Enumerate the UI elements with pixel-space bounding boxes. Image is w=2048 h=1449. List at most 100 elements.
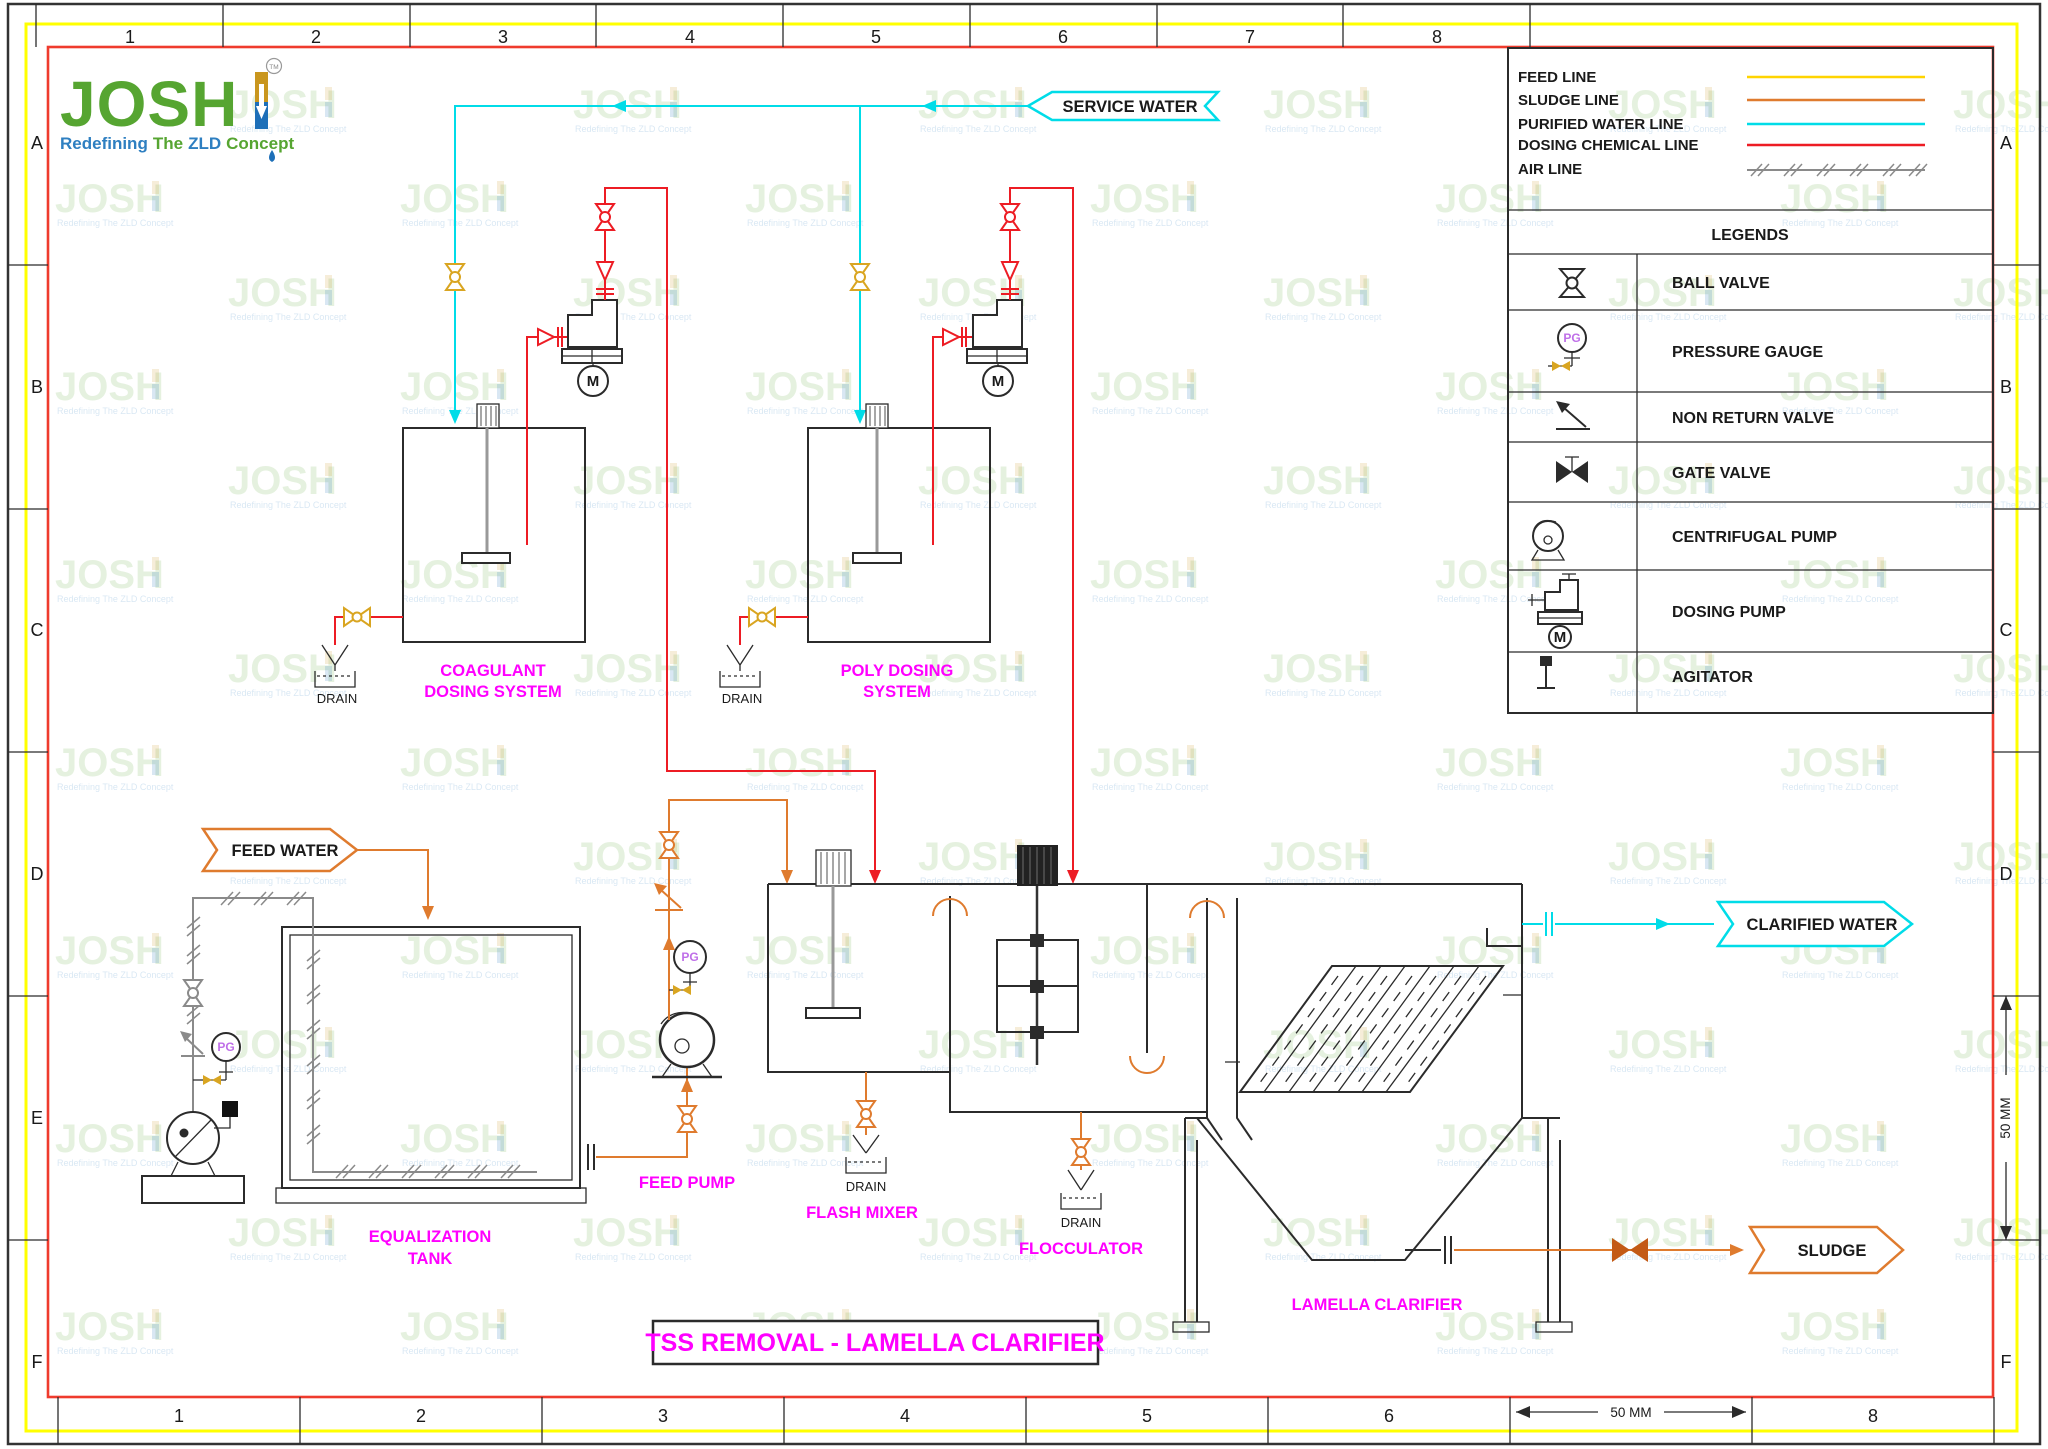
dimension-label: 50 MM — [1610, 1405, 1651, 1420]
drain-label: DRAIN — [317, 691, 357, 706]
legend-label: AGITATOR — [1672, 669, 1753, 686]
legend-label: PRESSURE GAUGE — [1672, 344, 1823, 361]
centrifugal-pump-icon — [1530, 519, 1566, 561]
equalization-tank-label: EQUALIZATION — [369, 1228, 492, 1246]
flocculator-label: FLOCCULATOR — [1019, 1240, 1143, 1258]
logo-thermometer-icon — [255, 72, 268, 129]
flash-mixer-drain: DRAIN — [845, 1072, 887, 1194]
legend-label: BALL VALVE — [1672, 275, 1770, 292]
poly-label: POLY DOSING — [841, 662, 954, 680]
grid-col: 6 — [1384, 1406, 1394, 1426]
lamella-plate-pack — [1238, 965, 1505, 1093]
drawing-border: 1 2 3 4 5 6 7 8 1 2 3 4 5 6 8 A B C D E … — [6, 2, 2042, 1446]
poly-label: SYSTEM — [863, 683, 931, 701]
grid-col: 6 — [1058, 27, 1068, 47]
feed-pump-label: FEED PUMP — [639, 1174, 735, 1192]
grid-col: 4 — [900, 1406, 910, 1426]
ball-valve-icon — [1557, 268, 1587, 298]
pressure-gauge: PG — [193, 1032, 241, 1085]
feed-water-inlet: FEED WATER — [200, 827, 434, 920]
feed-water-flag: FEED WATER — [200, 827, 360, 873]
grid-col: 7 — [1245, 27, 1255, 47]
agitator-motor — [815, 849, 852, 887]
legends-title: LEGENDS — [1711, 227, 1789, 244]
clarified-water-flag: CLARIFIED WATER — [1715, 900, 1915, 948]
dimension-label: 50 MM — [1998, 1097, 2013, 1138]
legend-dosing-line-label: DOSING CHEMICAL LINE — [1518, 137, 1699, 154]
lamella-clarifier: LAMELLA CLARIFIER — [1225, 928, 1522, 1314]
dosing-pump: M — [966, 299, 1028, 397]
grid-row: D — [31, 864, 44, 884]
agitator-icon — [1537, 656, 1555, 689]
drain-label: DRAIN — [722, 691, 762, 706]
grid-col: 1 — [125, 27, 135, 47]
tagline-word: Concept — [226, 134, 294, 153]
legend-sludge-line-label: SLUDGE LINE — [1518, 92, 1619, 109]
grid-col: 5 — [871, 27, 881, 47]
clarified-water-line: CLARIFIED WATER — [1522, 900, 1915, 948]
flocculator-drain: DRAIN — [1060, 1112, 1102, 1230]
legend-feed-line-label: FEED LINE — [1518, 69, 1596, 86]
paddle-mixer — [996, 934, 1079, 1039]
ball-valve-icon — [999, 203, 1021, 231]
legend-label: DOSING PUMP — [1672, 604, 1786, 621]
grid-row: A — [2000, 133, 2012, 153]
ball-valve-icon — [182, 979, 204, 1007]
title-block: TSS REMOVAL - LAMELLA CLARIFIER — [645, 1319, 1105, 1366]
equalization-tank-label: TANK — [408, 1250, 453, 1268]
flocculator: DRAIN FLOCCULATOR — [932, 845, 1225, 1258]
pg-text: PG — [217, 1040, 234, 1054]
legend-label: CENTRIFUGAL PUMP — [1672, 529, 1837, 546]
coagulant-label: COAGULANT — [440, 662, 545, 680]
flocculator-motor — [1017, 845, 1058, 886]
tm-icon — [265, 57, 283, 75]
tagline-word: ZLD — [188, 134, 221, 153]
equalization-tank: EQUALIZATION TANK — [275, 926, 587, 1268]
flash-mixer: DRAIN FLASH MIXER — [805, 849, 918, 1222]
grid-col: 4 — [685, 27, 695, 47]
grid-col: 5 — [1142, 1406, 1152, 1426]
centrifugal-pump — [652, 1011, 722, 1079]
flash-mixer-label: FLASH MIXER — [806, 1204, 918, 1222]
motor-text: M — [1554, 629, 1567, 646]
non-return-valve-icon — [1556, 401, 1590, 430]
dimension-right: 50 MM — [1998, 996, 2013, 1240]
grid-row: C — [2000, 620, 2013, 640]
grid-col: 1 — [174, 1406, 184, 1426]
pressure-gauge: PG — [669, 940, 707, 995]
agitator — [852, 403, 902, 564]
non-return-valve-icon — [654, 883, 683, 911]
grid-row: E — [31, 1108, 43, 1128]
legend-label: GATE VALVE — [1672, 465, 1771, 482]
poly-drain: DRAIN — [719, 606, 808, 706]
ball-valve-icon — [658, 831, 680, 859]
sludge-flag: SLUDGE — [1747, 1225, 1905, 1275]
dimension-bottom: 50 MM — [1516, 1405, 1746, 1420]
clarified-water-label: CLARIFIED WATER — [1747, 916, 1898, 934]
drain-label: DRAIN — [846, 1179, 886, 1194]
tm-text: TM — [269, 64, 278, 71]
lamella-clarifier-label: LAMELLA CLARIFIER — [1292, 1296, 1463, 1314]
symbol-legend: LEGENDS BALL VALVE PG PRESSURE GAUGE NON… — [1508, 227, 1993, 713]
pg-text: PG — [681, 950, 698, 964]
legend-purified-line-label: PURIFIED WATER LINE — [1518, 116, 1684, 133]
air-blower-system: PG — [141, 891, 537, 1204]
grid-col: 3 — [498, 27, 508, 47]
tagline-word: The — [153, 134, 183, 153]
non-return-valve-icon — [180, 1031, 205, 1057]
coagulant-label: DOSING SYSTEM — [424, 683, 562, 701]
grid-row: D — [2000, 864, 2013, 884]
pg-text: PG — [1563, 331, 1580, 345]
drain-label: DRAIN — [1061, 1215, 1101, 1230]
grid-row: C — [31, 620, 44, 640]
service-water-system: SERVICE WATER — [444, 90, 1221, 424]
feed-pump-system: PG FEED PUMP — [587, 799, 793, 1192]
motor-text: M — [587, 373, 600, 390]
ball-valve-icon — [849, 263, 871, 291]
ball-valve-icon — [676, 1105, 698, 1133]
feed-water-label: FEED WATER — [232, 842, 339, 860]
ball-valve-icon — [594, 203, 616, 231]
